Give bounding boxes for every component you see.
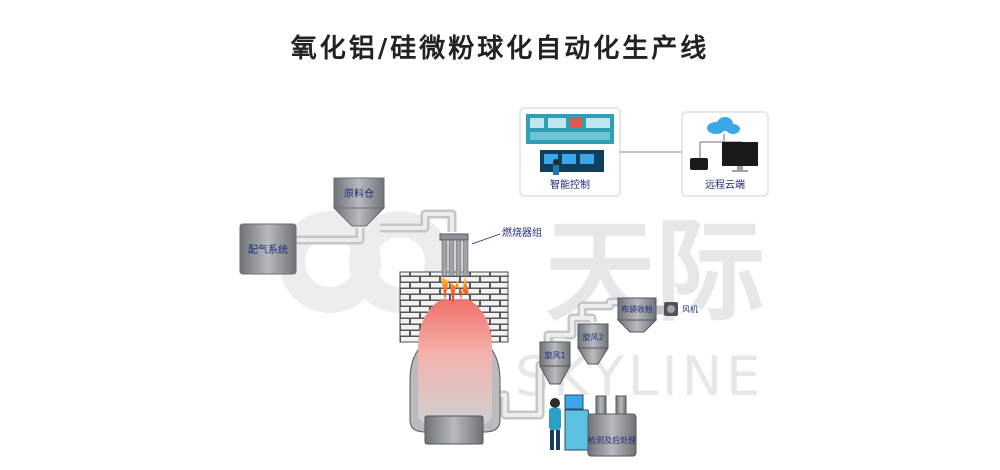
bag-collector: 布袋收粉 (616, 297, 658, 333)
gas-system-label: 配气系统 (248, 243, 288, 256)
cloud-icon (707, 117, 740, 134)
testing-label: 检测及后处理 (588, 435, 636, 445)
testing-unit: 检测及后处理 (587, 395, 637, 457)
fan-label: 风机 (682, 304, 698, 314)
remote-cloud-panel: 远程云端 (681, 111, 769, 197)
raw-bin-label: 原料仓 (344, 187, 374, 200)
cyclone-2: 旋风2 (577, 323, 609, 365)
monitor-icon (722, 142, 758, 172)
furnace (399, 271, 509, 445)
remote-cloud-label: 远程云端 (705, 178, 745, 191)
raw-material-bin: 原料仓 (332, 177, 386, 227)
cyclone-2-label: 旋风2 (582, 332, 603, 342)
page-title: 氧化铝/硅微粉球化自动化生产线 (290, 34, 710, 64)
smart-control-panel: 智能控制 (519, 107, 621, 197)
smart-control-label: 智能控制 (550, 178, 590, 191)
bag-collector-label: 布袋收粉 (621, 304, 653, 314)
tablet-icon (690, 158, 708, 170)
cyclone-1-label: 旋风1 (544, 350, 565, 360)
burner-group: 燃烧器组 (439, 226, 542, 304)
cyclone-1: 旋风1 (539, 341, 571, 385)
gas-system-unit: 配气系统 (239, 223, 297, 275)
flame-icon (441, 276, 469, 304)
fan: 风机 (664, 302, 698, 316)
burner-group-label: 燃烧器组 (502, 226, 542, 239)
operator-icon (549, 398, 561, 450)
